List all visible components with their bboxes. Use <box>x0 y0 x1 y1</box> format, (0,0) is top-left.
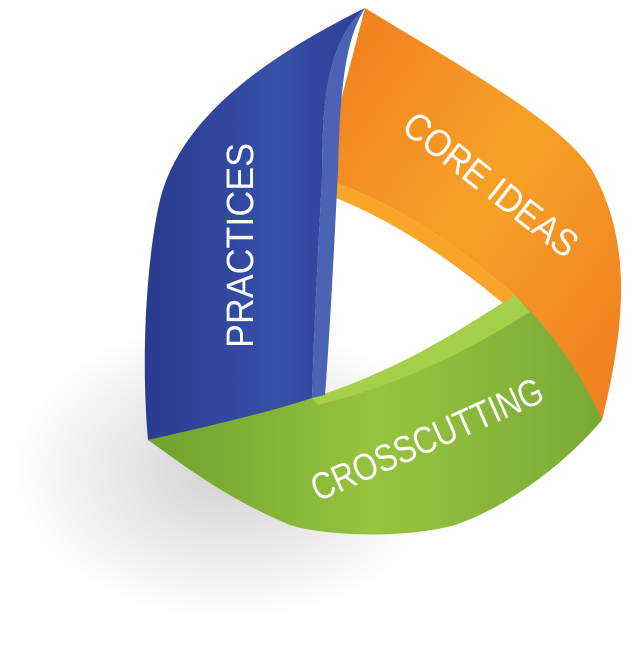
practices-band-inner-edge <box>312 8 365 398</box>
practices-label: PRACTICES <box>220 143 262 348</box>
practices-band <box>144 8 365 440</box>
crosscutting-band-inner-edge <box>312 295 530 405</box>
core-ideas-band-inner-edge <box>320 178 515 305</box>
crosscutting-band <box>148 295 602 535</box>
core-ideas-band <box>322 8 622 420</box>
